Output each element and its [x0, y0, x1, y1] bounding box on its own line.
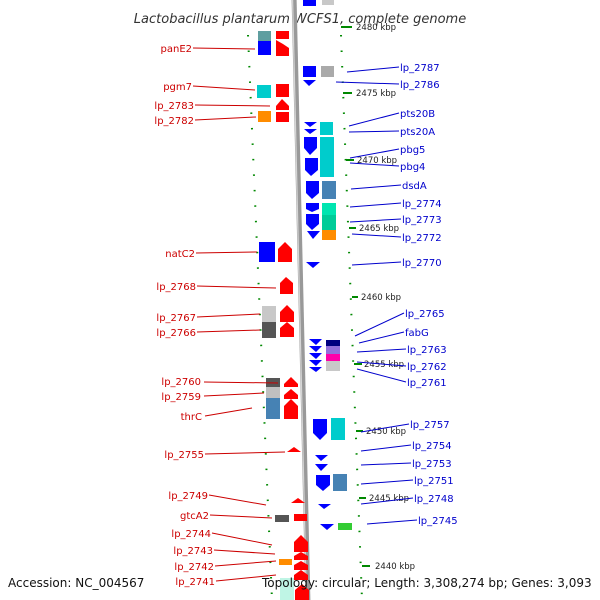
gene-label-pts20A[interactable]: pts20A [400, 127, 435, 138]
gene-label-pbg5[interactable]: pbg5 [400, 145, 425, 156]
gene-label-panE2[interactable]: panE2 [161, 44, 193, 55]
gene-label-pgm7[interactable]: pgm7 [163, 82, 192, 93]
gene-label-lp_2757[interactable]: lp_2757 [410, 420, 450, 431]
svg-text:2440 kbp: 2440 kbp [375, 562, 415, 572]
kbp-marker-2450: 2450 kbp [356, 427, 406, 437]
svg-text:2470 kbp: 2470 kbp [357, 156, 397, 166]
gene-label-lp_2768[interactable]: lp_2768 [156, 282, 196, 293]
kbp-marker-2465: 2465 kbp [349, 224, 399, 234]
kbp-marker-2440: 2440 kbp [362, 562, 415, 572]
gene-label-lp_2766[interactable]: lp_2766 [156, 328, 196, 339]
kbp-marker-2480: 2480 kbp [341, 23, 396, 33]
gene-label-lp_2759[interactable]: lp_2759 [161, 392, 201, 403]
gene-label-lp_2782[interactable]: lp_2782 [154, 116, 194, 127]
kbp-marker-2475: 2475 kbp [343, 89, 396, 99]
gene-label-lp_2773[interactable]: lp_2773 [402, 215, 442, 226]
kbp-marker-2470: 2470 kbp [346, 156, 397, 166]
left-tick-track [247, 34, 273, 600]
kbp-marker-2445: 2445 kbp [359, 494, 409, 504]
gene-label-lp_2755[interactable]: lp_2755 [164, 450, 204, 461]
gene-label-lp_2742[interactable]: lp_2742 [174, 562, 214, 573]
gene-label-lp_2748[interactable]: lp_2748 [414, 494, 454, 505]
genome-backbone-highlight [292, 0, 308, 600]
gene-label-lp_2743[interactable]: lp_2743 [173, 546, 213, 557]
gene-label-thrC[interactable]: thrC [181, 412, 202, 423]
gene-labels-reverse [192, 47, 286, 582]
gene-label-lp_2767[interactable]: lp_2767 [156, 313, 196, 324]
svg-text:2475 kbp: 2475 kbp [356, 89, 396, 99]
gene-label-lp_2765[interactable]: lp_2765 [405, 309, 445, 320]
svg-text:2445 kbp: 2445 kbp [369, 494, 409, 504]
gene-label-lp_2786[interactable]: lp_2786 [400, 80, 440, 91]
svg-text:2455 kbp: 2455 kbp [364, 360, 404, 370]
gene-label-dsdA[interactable]: dsdA [402, 181, 427, 192]
gene-label-lp_2787[interactable]: lp_2787 [400, 63, 440, 74]
svg-text:2450 kbp: 2450 kbp [366, 427, 406, 437]
gene-label-lp_2783[interactable]: lp_2783 [154, 101, 194, 112]
gene-label-lp_2774[interactable]: lp_2774 [402, 199, 442, 210]
gene-label-lp_2751[interactable]: lp_2751 [414, 476, 454, 487]
gene-labels-forward [335, 66, 418, 525]
svg-text:2480 kbp: 2480 kbp [356, 23, 396, 33]
map-title: Lactobacillus plantarum WCFS1, complete … [134, 12, 466, 27]
gene-label-fabG[interactable]: fabG [405, 328, 429, 339]
genome-backbone [291, 0, 311, 600]
gene-label-pts20B[interactable]: pts20B [400, 109, 435, 120]
gene-label-gtcA2[interactable]: gtcA2 [180, 511, 209, 522]
gene-label-lp_2744[interactable]: lp_2744 [171, 529, 211, 540]
gene-label-lp_2762[interactable]: lp_2762 [407, 362, 447, 373]
gene-label-lp_2761[interactable]: lp_2761 [407, 378, 447, 389]
accession-text: Accession: NC_004567 [8, 576, 144, 590]
gene-label-lp_2749[interactable]: lp_2749 [168, 491, 208, 502]
gene-label-lp_2754[interactable]: lp_2754 [412, 441, 452, 452]
topology-text: Topology: circular; Length: 3,308,274 bp… [261, 576, 592, 590]
gene-label-lp_2770[interactable]: lp_2770 [402, 258, 442, 269]
gene-label-lp_2760[interactable]: lp_2760 [161, 377, 201, 388]
kbp-marker-2460: 2460 kbp [352, 293, 401, 303]
kbp-marker-2455: 2455 kbp [354, 360, 404, 370]
gene-label-lp_2753[interactable]: lp_2753 [412, 459, 452, 470]
gene-features-forward [303, 0, 352, 530]
gene-label-natC2[interactable]: natC2 [165, 249, 195, 260]
svg-text:2460 kbp: 2460 kbp [361, 293, 401, 303]
right-tick-track [340, 34, 363, 600]
gene-features-reverse [257, 31, 309, 600]
gene-label-lp_2772[interactable]: lp_2772 [402, 233, 442, 244]
svg-text:2465 kbp: 2465 kbp [359, 224, 399, 234]
gene-label-lp_2763[interactable]: lp_2763 [407, 345, 447, 356]
gene-label-lp_2745[interactable]: lp_2745 [418, 516, 458, 527]
gene-label-lp_2741[interactable]: lp_2741 [175, 577, 215, 588]
gene-label-pbg4[interactable]: pbg4 [400, 162, 425, 173]
